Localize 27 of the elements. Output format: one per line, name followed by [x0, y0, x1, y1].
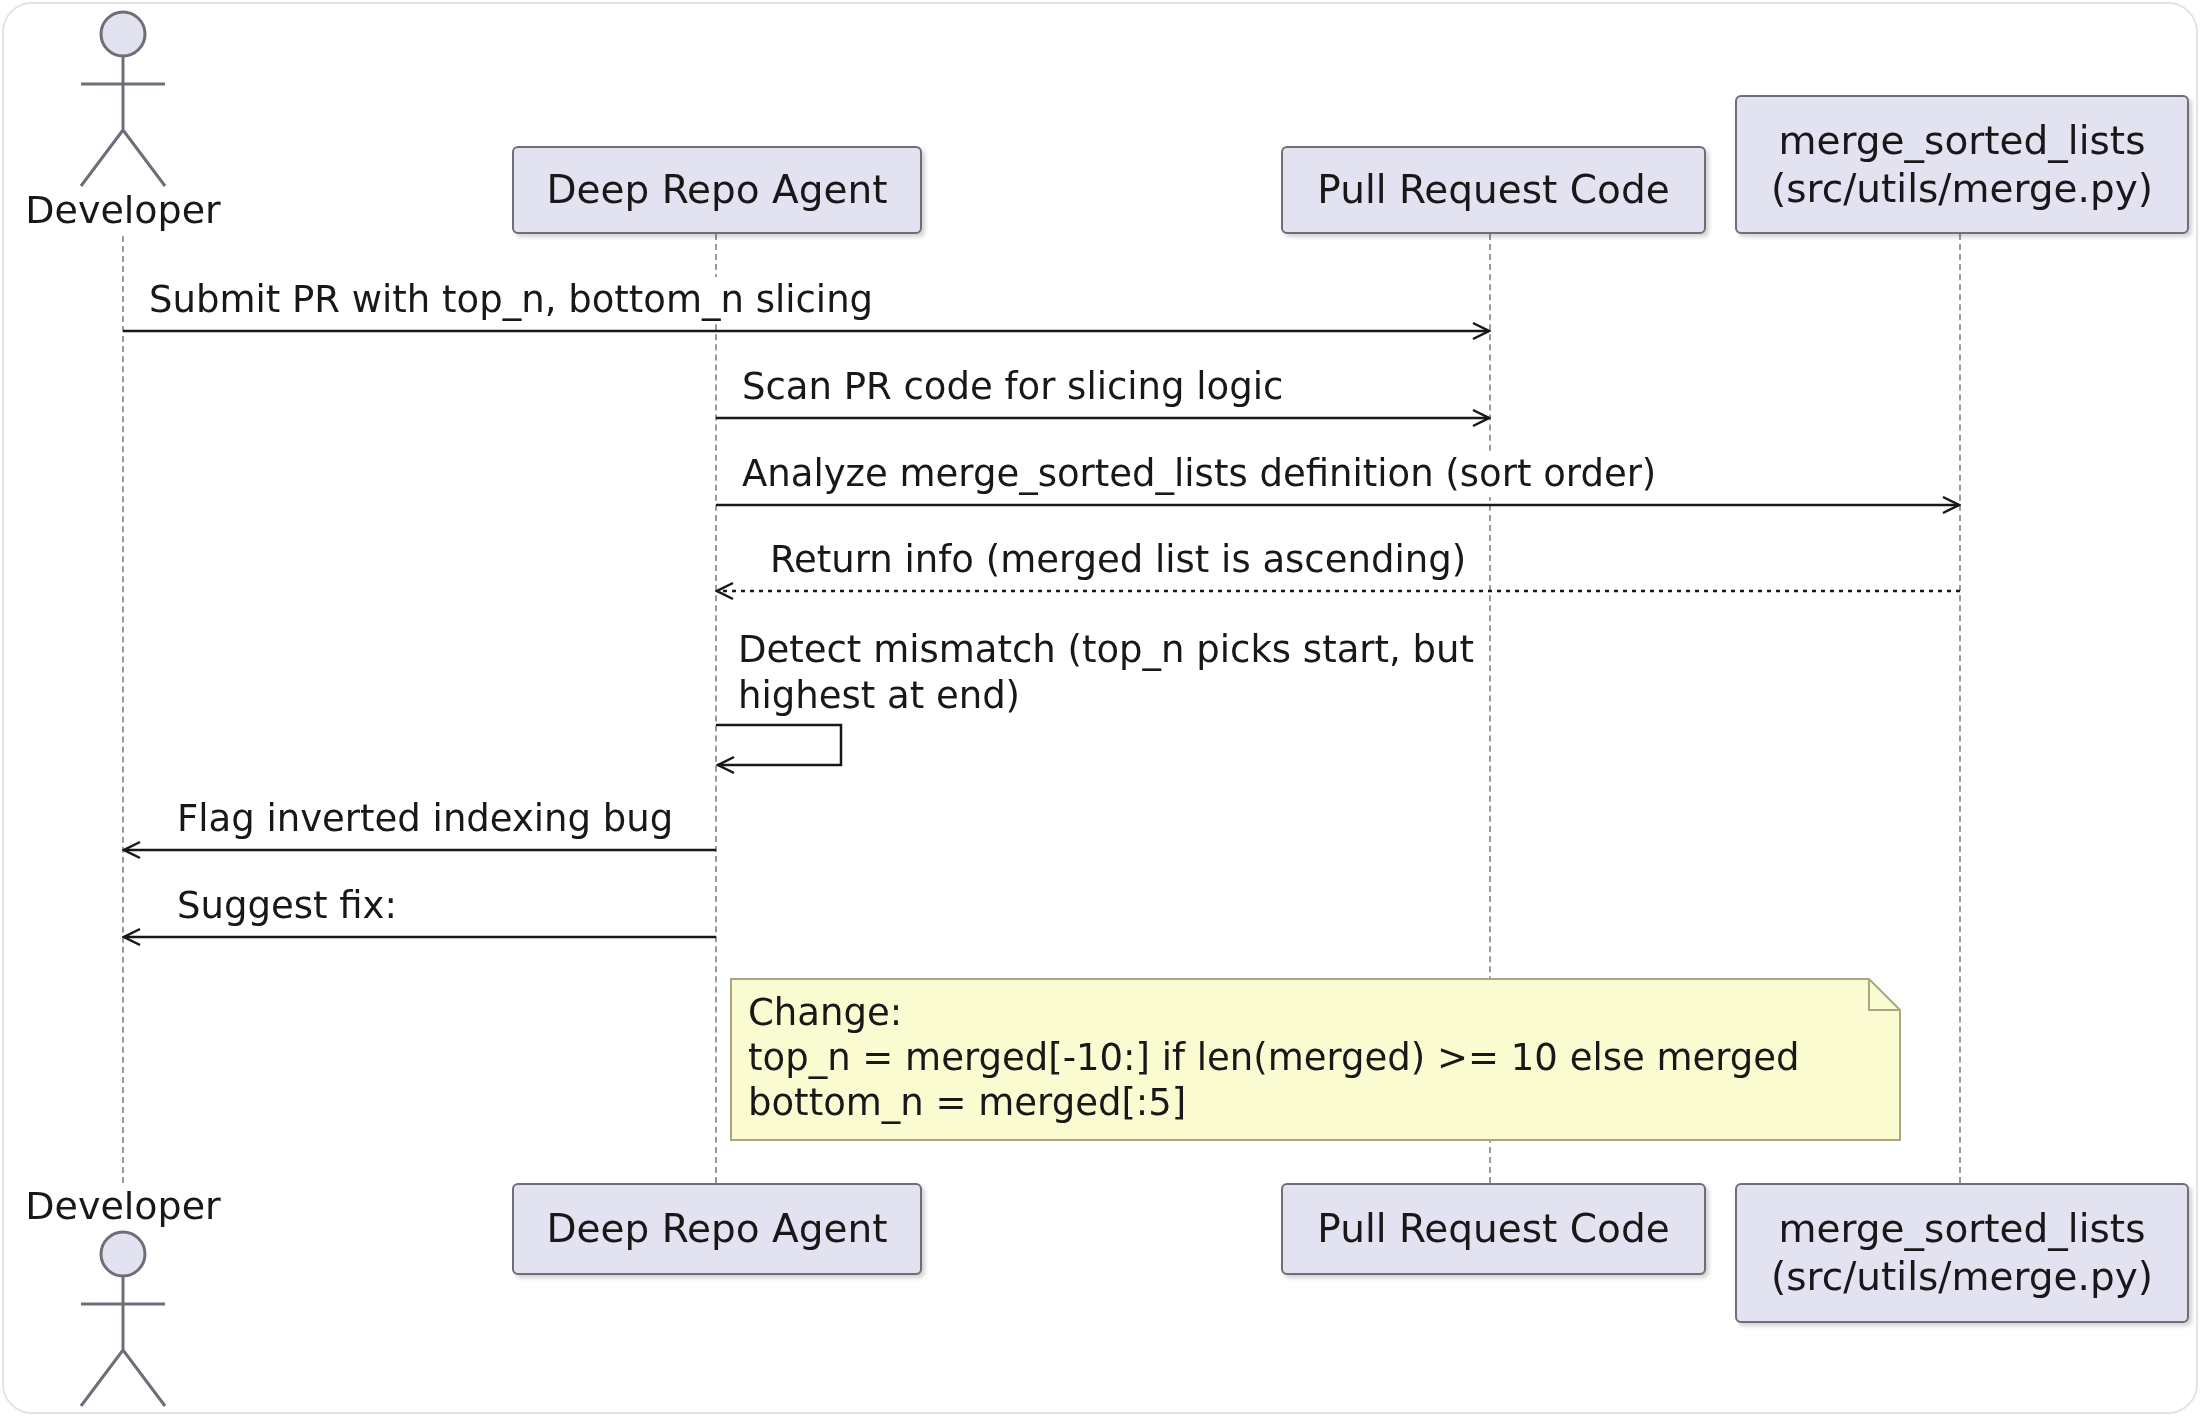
- participant-name: merge_sorted_lists (src/utils/merge.py): [1770, 1205, 2154, 1301]
- participant-box: [1281, 1183, 1706, 1275]
- message-arrow: [715, 581, 1960, 601]
- participant-box: [1735, 1183, 2189, 1323]
- participant-name: Pull Request Code: [1316, 1205, 1671, 1253]
- note-text: Change:: [748, 990, 904, 1035]
- participant-name: Pull Request Code: [1316, 166, 1671, 214]
- message-arrow: [716, 495, 1961, 515]
- note-text: bottom_n = merged[:5]: [748, 1080, 1188, 1125]
- message-arrow: [716, 408, 1491, 428]
- actor-name: Developer: [25, 1184, 221, 1228]
- participant-name: merge_sorted_lists (src/utils/merge.py): [1770, 116, 2154, 213]
- lifeline: [1959, 234, 1961, 1183]
- participant-box: [512, 1183, 922, 1275]
- lifeline: [122, 236, 124, 1183]
- message-arrow: [716, 723, 843, 775]
- actor-name: Developer: [25, 188, 221, 232]
- participant-box: [1281, 146, 1706, 234]
- message-arrow: [123, 321, 1491, 341]
- note-text: top_n = merged[-10:] if len(merged) >= 10 else merged: [748, 1035, 1801, 1080]
- participant-name: Deep Repo Agent: [545, 166, 889, 214]
- message-arrow: [122, 927, 716, 947]
- message-label: Detect mismatch (top_n picks start, but highest at end): [737, 627, 1475, 719]
- message-arrow: [122, 840, 716, 860]
- participant-box: [512, 146, 922, 234]
- participant-box: [1735, 95, 2189, 234]
- participant-name: Deep Repo Agent: [545, 1205, 889, 1253]
